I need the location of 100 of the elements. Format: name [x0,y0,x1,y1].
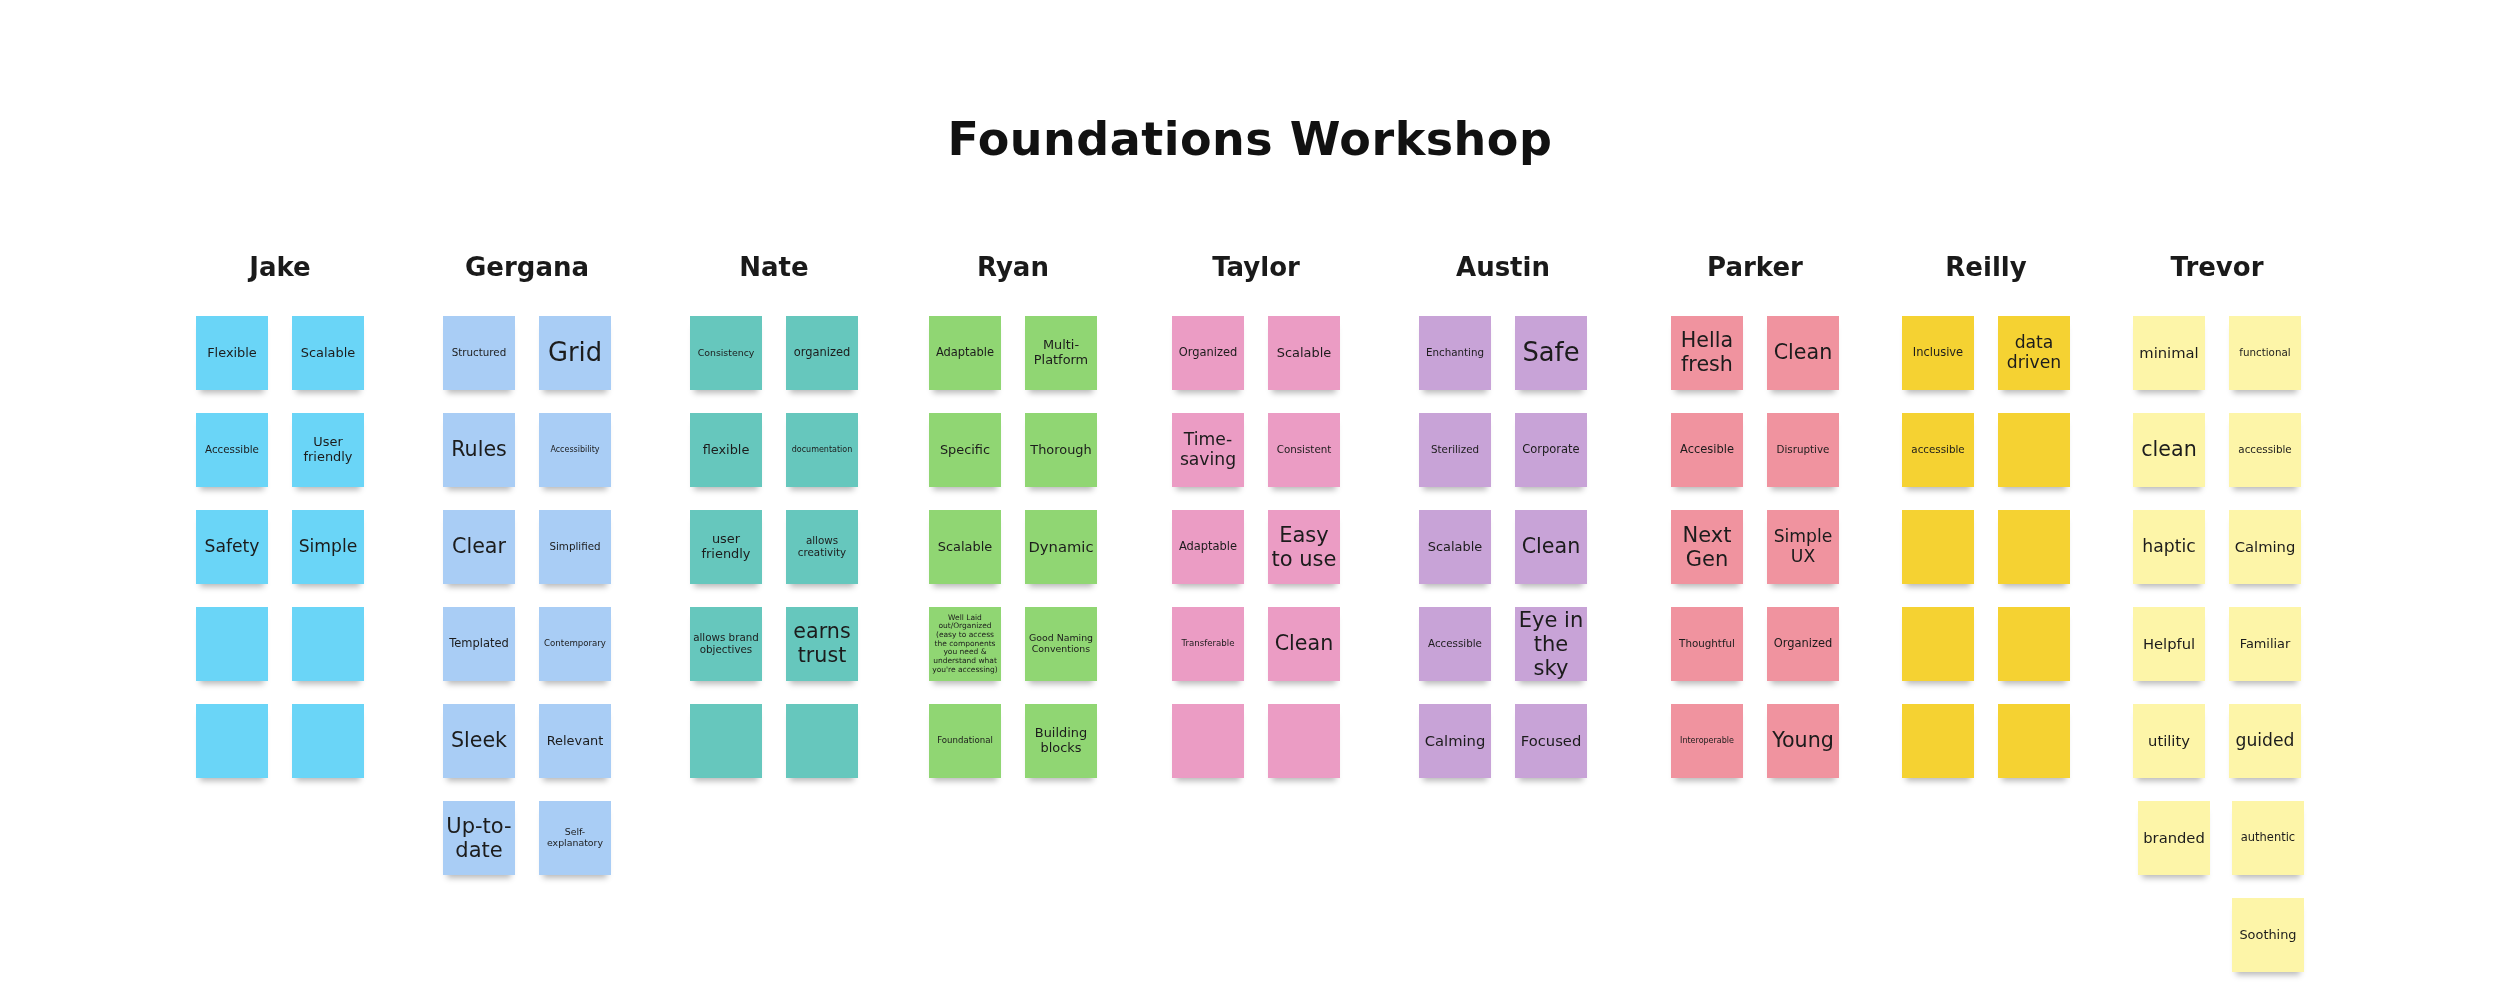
sticky-note [1902,413,1974,487]
note-text: Simplified [549,541,601,553]
note-text: Accessible [1428,638,1482,650]
note-text: Relevant [546,733,604,749]
sticky-note [1025,413,1097,487]
note-text: functional [2239,347,2291,359]
sticky-note [1998,510,2070,584]
note-text: Up-to-date [446,813,512,863]
note-text: Interoperable [1680,736,1734,746]
note-text: Accessible [205,444,259,456]
note-text: authentic [2240,831,2296,845]
note-text: Calming [2234,538,2296,556]
sticky-note [292,704,364,778]
note-text: Helpful [2142,635,2196,653]
note-text: Simple [298,537,358,557]
sticky-note [2133,510,2205,584]
note-text: Specific [939,442,991,458]
sticky-note [2133,316,2205,390]
sticky-note [539,704,611,778]
sticky-note [1268,704,1340,778]
note-text: Inclusive [1912,346,1964,360]
note-text: Easy to use [1271,522,1337,572]
sticky-note [539,801,611,875]
note-text: clean [2141,438,2197,462]
note-text: Thoughtful [1679,638,1735,650]
sticky-note [539,413,611,487]
sticky-note [443,510,515,584]
note-text: Structured [451,347,507,359]
sticky-note [2229,316,2301,390]
sticky-note [929,510,1001,584]
note-text: branded [2143,829,2205,847]
column-heading: Trevor [2170,252,2264,282]
column-heading: Nate [739,252,809,282]
sticky-note [690,607,762,681]
sticky-note [1767,704,1839,778]
note-text: Adaptable [1178,540,1238,554]
note-text: Soothing [2239,927,2297,943]
sticky-note [786,704,858,778]
note-text: earns trust [792,620,852,668]
sticky-note [1902,704,1974,778]
note-text: Foundational [937,736,993,746]
sticky-note [443,704,515,778]
note-text: Self-explanatory [546,827,604,849]
note-text: Good Naming Conventions [1028,633,1094,655]
note-text: Consistent [1276,444,1332,456]
sticky-note [1172,510,1244,584]
sticky-note [1172,316,1244,390]
column-heading: Ryan [977,252,1049,282]
note-text: Safe [1522,338,1580,368]
note-text: utility [2148,732,2190,750]
note-text: Enchanting [1425,347,1485,359]
sticky-note [2229,704,2301,778]
title: Foundations Workshop [947,112,1553,166]
sticky-note [1419,704,1491,778]
note-text: accessible [1911,444,1965,456]
sticky-note [1671,413,1743,487]
note-text: Scalable [937,539,993,555]
note-text: Sterilized [1430,444,1480,456]
note-text: Scalable [300,345,356,361]
note-text: Accesible [1680,443,1734,457]
sticky-note [1419,510,1491,584]
sticky-note [1671,704,1743,778]
sticky-note [1172,704,1244,778]
sticky-note [1515,704,1587,778]
note-text: Time-saving [1178,430,1238,470]
sticky-note [539,607,611,681]
sticky-note [292,607,364,681]
sticky-note [443,607,515,681]
sticky-note [2229,413,2301,487]
note-text: Clean [1274,632,1334,656]
note-text: Contemporary [544,639,606,649]
note-text: allows creativity [796,535,848,559]
sticky-note [1767,413,1839,487]
note-text: accessible [2238,444,2292,456]
sticky-note [443,801,515,875]
note-text: Rules [451,438,507,462]
note-text: Templated [449,637,509,651]
sticky-note [786,607,858,681]
note-text: Scalable [1427,539,1483,555]
note-text: Dynamic [1028,538,1094,556]
sticky-note [2232,898,2304,972]
sticky-note [1767,510,1839,584]
sticky-note [292,413,364,487]
sticky-note [1025,607,1097,681]
sticky-note [2229,510,2301,584]
sticky-note [443,316,515,390]
sticky-note [1998,704,2070,778]
sticky-note [786,510,858,584]
sticky-note [539,316,611,390]
sticky-note [292,316,364,390]
note-text: Safety [204,537,260,557]
sticky-note [1268,510,1340,584]
note-text: Clear [452,535,506,559]
note-text: Organized [1178,346,1238,360]
sticky-note [2232,801,2304,875]
note-text: Organized [1773,637,1833,651]
sticky-note [929,704,1001,778]
sticky-note [539,510,611,584]
column-heading: Reilly [1945,252,2027,282]
sticky-note [1998,413,2070,487]
